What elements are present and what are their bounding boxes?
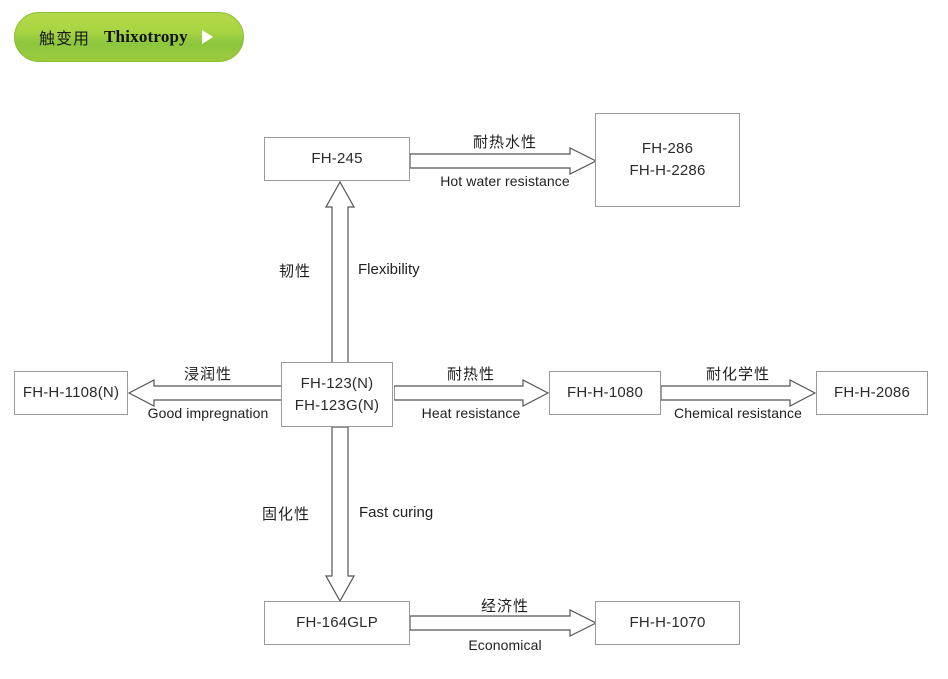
node-fh-123[interactable]: FH-123(N) FH-123G(N): [281, 362, 393, 427]
node-line: FH-H-1080: [567, 384, 643, 402]
node-line: FH-164GLP: [296, 614, 378, 632]
arrow-fast-curing: [325, 427, 355, 602]
node-line: FH-123G(N): [294, 396, 380, 414]
edge-label-en: Good impregnation: [147, 405, 269, 421]
node-fh-245[interactable]: FH-245: [264, 137, 410, 181]
header-cn-label: 触变用: [39, 29, 91, 48]
node-fh-h-2086[interactable]: FH-H-2086: [816, 371, 928, 415]
node-fh-h-1108n[interactable]: FH-H-1108(N): [14, 371, 128, 415]
edge-label-fast-curing-cn: 固化性: [262, 505, 311, 523]
arrow-good-impregnation: [128, 379, 283, 407]
arrow-economical: [410, 609, 598, 637]
arrow-flexibility: [325, 181, 355, 366]
node-fh-h-1080[interactable]: FH-H-1080: [549, 371, 661, 415]
edge-label-cn: 耐热水性: [472, 133, 537, 151]
node-fh-164glp[interactable]: FH-164GLP: [264, 601, 410, 645]
edge-label-flexibility-en: Flexibility: [358, 261, 420, 278]
edge-label-flexibility-cn: 韧性: [279, 262, 312, 280]
node-line: FH-245: [311, 150, 363, 168]
node-line: FH-H-2286: [629, 162, 706, 179]
arrow-hot-water: [410, 147, 598, 175]
node-fh-286[interactable]: FH-286 FH-H-2286: [595, 113, 740, 207]
arrow-heat-resistance: [394, 379, 549, 407]
edge-label-chemical-resistance: 耐化学性 Chemical resistance: [662, 365, 814, 422]
edge-label-cn: 耐化学性: [705, 365, 770, 383]
node-line: FH-H-1108(N): [22, 384, 120, 402]
edge-label-en: Heat resistance: [421, 405, 521, 421]
edge-label-economical: 经济性 Economical: [415, 597, 595, 654]
edge-label-cn: 耐热性: [446, 365, 495, 383]
thixotropy-header-badge[interactable]: 触变用 Thixotropy: [14, 12, 244, 62]
edge-label-en: Economical: [468, 637, 542, 653]
edge-label-cn: 浸润性: [183, 365, 232, 383]
edge-label-hot-water: 耐热水性 Hot water resistance: [415, 133, 595, 190]
arrow-chemical-resistance: [661, 379, 816, 407]
node-fh-h-1070[interactable]: FH-H-1070: [595, 601, 740, 645]
node-line: FH-H-2086: [834, 384, 910, 402]
node-line: FH-286: [641, 140, 694, 158]
edge-label-cn: 经济性: [480, 597, 529, 615]
header-en-label: Thixotropy: [104, 27, 188, 46]
node-line: FH-123(N): [300, 374, 374, 392]
edge-label-heat-resistance: 耐热性 Heat resistance: [396, 365, 546, 422]
triangle-right-icon: [201, 30, 213, 44]
edge-label-en: Hot water resistance: [440, 173, 570, 189]
edge-label-en: Chemical resistance: [674, 405, 802, 421]
edge-label-good-impregnation: 浸润性 Good impregnation: [135, 365, 281, 422]
node-line: FH-H-1070: [629, 614, 706, 632]
edge-label-fast-curing-en: Fast curing: [359, 504, 434, 521]
